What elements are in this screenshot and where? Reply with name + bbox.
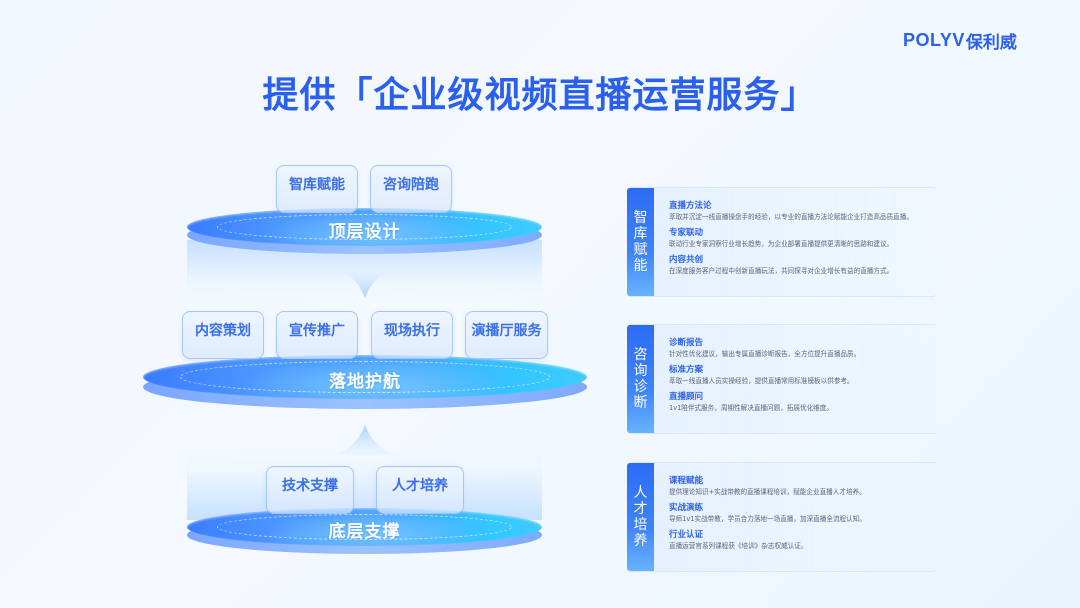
item-title: 实战演练 xyxy=(669,503,704,513)
panel-accent-bar: 人 才 培 养 xyxy=(627,463,654,571)
item-desc: 在深度服务客户过程中创新直播玩法，共同探寻对企业增长有益的直播方式。 xyxy=(669,267,894,275)
page-title: 提供「企业级视频直播运营服务」 xyxy=(262,75,818,116)
panel-label-char: 库 xyxy=(633,226,648,242)
item-title: 直播方法论 xyxy=(669,201,712,211)
panel-item: 实战演练 导师1v1实战带教，学员合力落地一场直播，加深直播全流程认知。 xyxy=(669,502,937,525)
item-desc: 萃取一线直播人员实操经验，提供直播常用标准模板以供参考。 xyxy=(669,377,854,385)
tag-think-tank: 智库赋能 xyxy=(276,165,358,213)
panel-label-char: 赋 xyxy=(633,242,648,258)
item-desc: 萃取并沉淀一线直播操盘手的经验，以专业的直播方法论赋能企业打造高品质直播。 xyxy=(669,213,913,221)
panel-item: 标准方案 萃取一线直播人员实操经验，提供直播常用标准模板以供参考。 xyxy=(669,364,937,387)
tag-talent-training: 人才培养 xyxy=(376,466,464,514)
panel-label-char: 咨 xyxy=(633,347,648,363)
item-desc: 直播运营官系列课程获《培训》杂志权威认证。 xyxy=(669,542,808,550)
tag-consulting: 咨询陪跑 xyxy=(370,165,452,213)
disc-dashed-ring xyxy=(180,361,550,393)
item-title: 直播顾问 xyxy=(669,392,704,402)
polyv-logo: POLYV 保利威 xyxy=(903,28,1017,53)
panel-item: 课程赋能 提供理论知识+实战带教的直播课程培训，赋能企业直播人才培养。 xyxy=(669,475,937,498)
panel-item: 行业认证 直播运营官系列课程获《培训》杂志权威认证。 xyxy=(669,529,937,552)
panel-label-char: 培 xyxy=(633,517,648,533)
item-desc: 1v1陪伴式服务，周期性解决直播问题，拓展优化维度。 xyxy=(669,404,833,412)
item-title: 标准方案 xyxy=(669,365,704,375)
panel-talent: 人 才 培 养 课程赋能 提供理论知识+实战带教的直播课程培训，赋能企业直播人才… xyxy=(627,462,937,572)
disc-top-design: 顶层设计 xyxy=(187,208,542,254)
panel-label-char: 能 xyxy=(633,258,648,274)
panel-accent-bar: 智 库 赋 能 xyxy=(627,188,654,296)
disc-foundation: 底层支撑 xyxy=(187,508,542,554)
panel-item: 内容共创 在深度服务客户过程中创新直播玩法，共同探寻对企业增长有益的直播方式。 xyxy=(669,254,937,277)
disc-label: 底层支撑 xyxy=(328,522,401,542)
panel-consulting: 咨 询 诊 断 诊断报告 针对性优化建议，输出专属直播诊断报告，全方位提升直播品… xyxy=(627,324,937,434)
panel-accent-bar: 咨 询 诊 断 xyxy=(627,325,654,433)
item-title: 课程赋能 xyxy=(669,476,704,486)
panel-label-char: 人 xyxy=(633,485,648,501)
panel-item: 直播方法论 萃取并沉淀一线直播操盘手的经验，以专业的直播方法论赋能企业打造高品质… xyxy=(669,200,937,223)
tag-content-planning: 内容策划 xyxy=(182,311,264,359)
item-title: 内容共创 xyxy=(669,255,704,265)
panel-label-char: 诊 xyxy=(633,379,648,395)
panel-label-char: 询 xyxy=(633,363,648,379)
tag-onsite-execution: 现场执行 xyxy=(371,311,453,359)
panel-label-char: 养 xyxy=(633,533,648,549)
panel-item: 直播顾问 1v1陪伴式服务，周期性解决直播问题，拓展优化维度。 xyxy=(669,391,937,414)
logo-cn: 保利威 xyxy=(965,33,1017,53)
item-desc: 提供理论知识+实战带教的直播课程培训，赋能企业直播人才培养。 xyxy=(669,488,866,496)
item-desc: 联动行业专家洞察行业增长趋势，为企业部署直播提供更清晰的思路和建议。 xyxy=(669,240,894,248)
item-desc: 导师1v1实战带教，学员合力落地一场直播，加深直播全流程认知。 xyxy=(669,515,866,523)
panel-think-tank: 智 库 赋 能 直播方法论 萃取并沉淀一线直播操盘手的经验，以专业的直播方法论赋… xyxy=(627,187,937,297)
arrow-up-icon xyxy=(330,425,400,455)
panel-item: 诊断报告 针对性优化建议，输出专属直播诊断报告，全方位提升直播品质。 xyxy=(669,337,937,360)
panel-label-char: 智 xyxy=(633,210,648,226)
disc-label: 顶层设计 xyxy=(328,222,401,242)
panel-label-char: 才 xyxy=(633,501,648,517)
panel-label-char: 断 xyxy=(633,395,648,411)
tag-studio-service: 演播厅服务 xyxy=(465,311,548,359)
item-title: 行业认证 xyxy=(669,530,704,540)
disc-dashed-ring xyxy=(217,214,512,240)
disc-label: 落地护航 xyxy=(329,372,401,392)
item-desc: 针对性优化建议，输出专属直播诊断报告，全方位提升直播品质。 xyxy=(669,350,861,358)
disc-landing-escort: 落地护航 xyxy=(143,355,587,409)
tag-tech-support: 技术支撑 xyxy=(266,466,354,514)
arrow-down-icon xyxy=(330,268,400,298)
disc-dashed-ring xyxy=(217,514,512,540)
panel-item: 专家联动 联动行业专家洞察行业增长趋势，为企业部署直播提供更清晰的思路和建议。 xyxy=(669,227,937,250)
item-title: 专家联动 xyxy=(669,228,704,238)
item-title: 诊断报告 xyxy=(669,338,704,348)
logo-latin: POLYV xyxy=(903,30,965,50)
tag-promotion: 宣传推广 xyxy=(276,311,358,359)
